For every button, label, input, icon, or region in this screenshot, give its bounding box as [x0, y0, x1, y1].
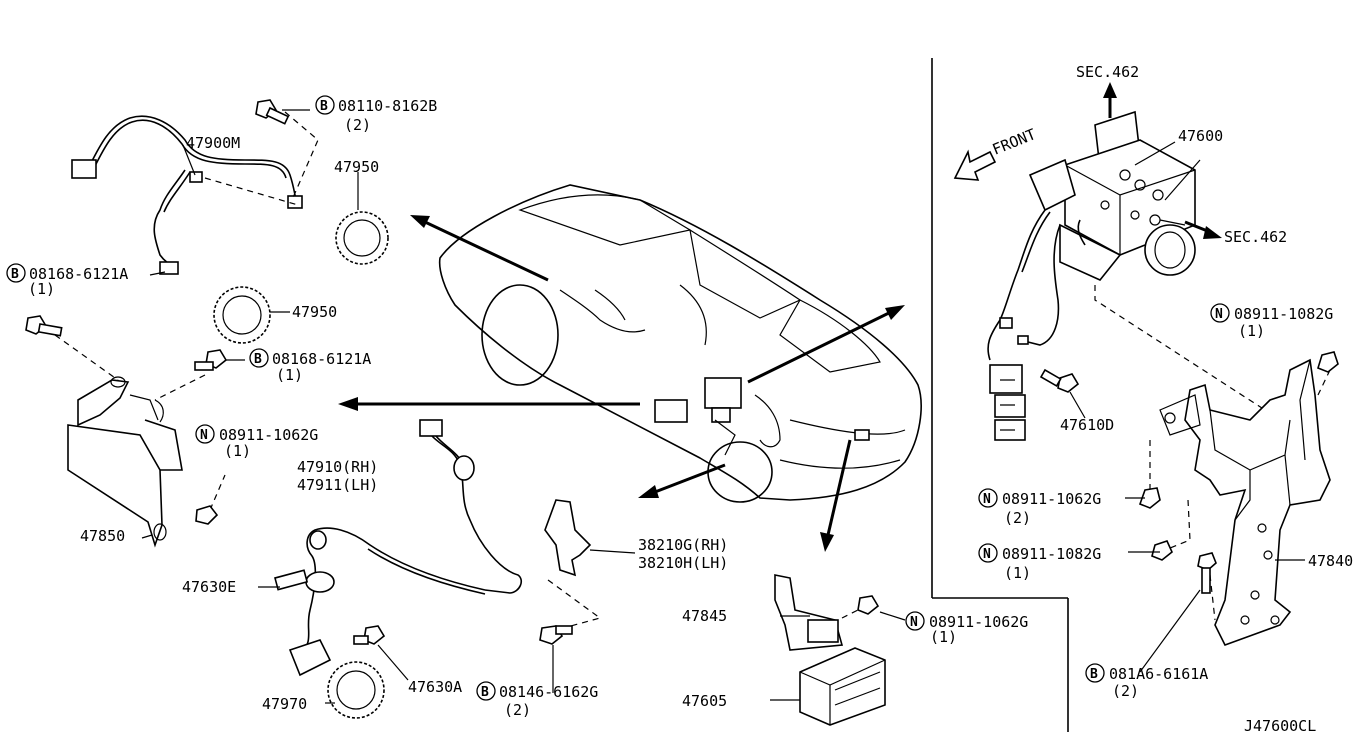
fastener-part: 08146-6162G	[499, 683, 598, 701]
front-direction-arrow	[953, 149, 997, 181]
relay-box-47605	[799, 647, 886, 726]
fastener-prefix: N	[910, 615, 918, 630]
relay-bracket-47845	[774, 574, 880, 651]
fastener-qty: (1)	[224, 442, 251, 460]
fastener-part: 08911-1062G	[219, 426, 318, 444]
label-sec-462-top: SEC.462	[1076, 63, 1139, 81]
callout-arrows	[338, 215, 905, 552]
wheel-sensor-47910-47911	[274, 419, 522, 677]
fastener-callout: B 081A6-6161A (2)	[1085, 663, 1208, 700]
label-47845: 47845	[682, 607, 727, 625]
label-front: FRONT	[990, 125, 1039, 159]
fastener-part: 08911-1062G	[929, 613, 1028, 631]
sensor-rotor-47970	[327, 661, 385, 719]
fastener-prefix: N	[983, 547, 991, 562]
label-47970: 47970	[262, 695, 307, 713]
sensor-harness-47900m	[71, 111, 319, 275]
fastener-part: 08110-8162B	[338, 97, 437, 115]
fastener-callout: N 08911-1062G (1)	[905, 611, 1028, 646]
fastener-part: 08911-1082G	[1234, 305, 1333, 323]
bolt-08110-8162b	[255, 99, 290, 125]
label-47900m: 47900M	[186, 134, 240, 152]
bolt-47610d	[1039, 368, 1080, 393]
label-47911: 47911(LH)	[297, 476, 378, 494]
bolt-47630a	[353, 625, 386, 645]
fastener-qty: (1)	[28, 280, 55, 298]
fastener-qty: (1)	[276, 366, 303, 384]
fastener-part: 08168-6121A	[29, 265, 128, 283]
fastener-callout: B 08146-6162G (2)	[476, 681, 598, 719]
abs-actuator-47600	[1028, 82, 1266, 411]
fastener-callout: N 08911-1082G (1)	[978, 543, 1101, 582]
label-47600: 47600	[1178, 127, 1223, 145]
bracket-47850	[25, 315, 228, 548]
label-47950-upper: 47950	[334, 158, 379, 176]
sensor-rotor-47950-lower	[213, 286, 271, 344]
fastener-qty: (2)	[504, 701, 531, 719]
fastener-part: 081A6-6161A	[1109, 665, 1208, 683]
fastener-qty: (1)	[1004, 564, 1031, 582]
label-47610d: 47610D	[1060, 416, 1114, 434]
fastener-prefix: B	[254, 352, 262, 367]
fastener-part: 08911-1062G	[1002, 490, 1101, 508]
fastener-prefix: B	[481, 685, 489, 700]
fastener-prefix: B	[1090, 667, 1098, 682]
fastener-callout: B 08110-8162B (2)	[315, 95, 437, 134]
diagram-code: J47600CL	[1244, 717, 1316, 735]
label-47850: 47850	[80, 527, 125, 545]
fastener-qty: (2)	[1112, 682, 1139, 700]
leader-lines	[141, 109, 1305, 704]
fastener-qty: (1)	[930, 628, 957, 646]
fastener-qty: (2)	[344, 116, 371, 134]
fastener-callout: N 08911-1082G (1)	[1210, 303, 1333, 340]
label-47605: 47605	[682, 692, 727, 710]
section-divider	[931, 58, 1069, 732]
label-47910: 47910(RH)	[297, 458, 378, 476]
label-47630e: 47630E	[182, 578, 236, 596]
bracket-47840	[1138, 351, 1339, 646]
fastener-prefix: N	[200, 428, 208, 443]
fastener-qty: (2)	[1004, 509, 1031, 527]
fastener-prefix: B	[320, 99, 328, 114]
label-38210h: 38210H(LH)	[638, 554, 728, 572]
fastener-part: 08168-6121A	[272, 350, 371, 368]
label-sec-462-right: SEC.462	[1224, 228, 1287, 246]
sensor-rotor-47950-upper	[335, 211, 389, 265]
label-47840: 47840	[1308, 552, 1353, 570]
fastener-callout: B 08168-6121A (1)	[249, 348, 371, 384]
fastener-part: 08911-1082G	[1002, 545, 1101, 563]
fastener-qty: (1)	[1238, 322, 1265, 340]
fastener-callout: B 08168-6121A (1)	[6, 263, 128, 298]
fastener-callout: N 08911-1062G (1)	[195, 424, 318, 460]
fastener-prefix: B	[11, 267, 19, 282]
label-47630a: 47630A	[408, 678, 462, 696]
fastener-prefix: N	[1215, 307, 1223, 322]
label-38210g: 38210G(RH)	[638, 536, 728, 554]
vehicle-outline	[438, 184, 922, 503]
fastener-callout: N 08911-1062G (2)	[978, 488, 1101, 527]
label-47950-lower: 47950	[292, 303, 337, 321]
fastener-prefix: N	[983, 492, 991, 507]
actuator-harness	[987, 209, 1061, 441]
bracket-38210	[539, 499, 602, 645]
